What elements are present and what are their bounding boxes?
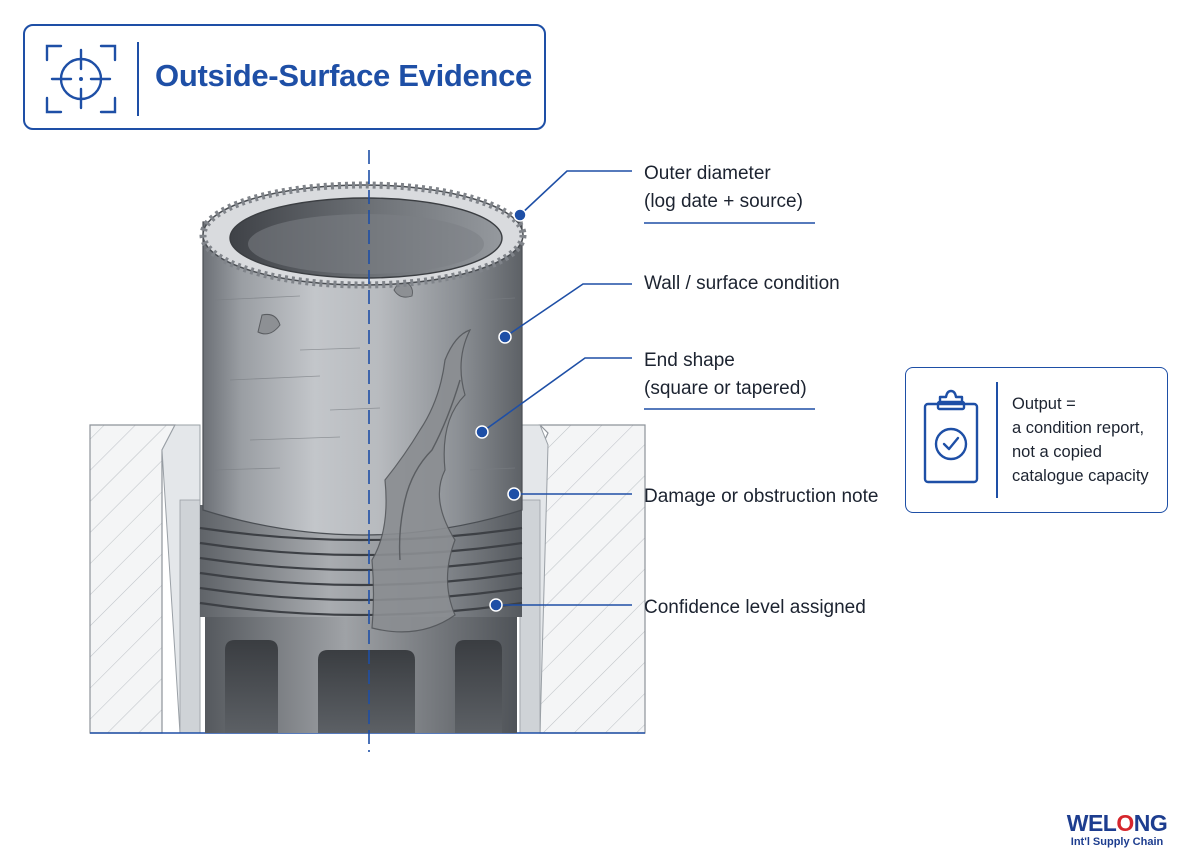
surface-scratch xyxy=(214,295,301,301)
surface-scratch xyxy=(329,407,381,411)
callout-end-shape: End shape (square or tapered) xyxy=(644,347,807,403)
output-line: a condition report, xyxy=(1012,419,1145,437)
callout-damage-note: Damage or obstruction note xyxy=(644,483,878,511)
output-line: not a copied xyxy=(1012,443,1102,461)
logo-word-end: NG xyxy=(1133,810,1168,836)
surface-scratch xyxy=(479,297,516,301)
callout-line: Confidence level assigned xyxy=(644,597,866,618)
output-divider xyxy=(996,382,998,498)
surface-scratch xyxy=(249,436,341,441)
crosshair-target-icon xyxy=(45,44,117,114)
clipboard-check-icon xyxy=(923,389,979,484)
thread-ridge xyxy=(199,556,523,572)
callout-line: Damage or obstruction note xyxy=(644,486,879,507)
logo-tagline: Int'l Supply Chain xyxy=(1070,836,1164,848)
thread-ridge xyxy=(199,526,523,542)
thread-ridge xyxy=(199,601,523,617)
callout-wall-surface: Wall / surface condition xyxy=(644,270,840,298)
surface-scratch xyxy=(229,375,321,381)
callout-line: End shape xyxy=(644,350,735,371)
callout-line: (log date + source) xyxy=(644,191,803,212)
slotted-lower-section xyxy=(205,610,517,733)
surface-scratch xyxy=(469,467,516,471)
logo-word-o: O xyxy=(1116,810,1134,836)
callout-outer-diameter: Outer diameter (log date + source) xyxy=(644,160,803,216)
leader-dots xyxy=(475,208,527,612)
logo-wordmark: WELONG xyxy=(1062,810,1172,836)
thread-ridge xyxy=(199,586,523,602)
thread-ridge xyxy=(199,571,523,587)
surface-scratch xyxy=(299,347,361,351)
output-text: Output = a condition report, not a copie… xyxy=(1012,392,1149,488)
output-line: catalogue capacity xyxy=(1012,467,1149,485)
leader-lines xyxy=(481,170,632,606)
callout-line: (square or tapered) xyxy=(644,378,807,399)
title-box: Outside-Surface Evidence xyxy=(23,24,546,130)
output-box: Output = a condition report, not a copie… xyxy=(905,367,1168,513)
surface-scratch xyxy=(214,467,281,471)
callout-line: Outer diameter xyxy=(644,163,771,184)
callout-confidence-level: Confidence level assigned xyxy=(644,594,866,622)
pipe-body xyxy=(202,221,523,633)
housing-section xyxy=(89,424,646,734)
title-divider xyxy=(137,42,139,116)
output-line: Output = xyxy=(1012,395,1076,413)
callout-line: Wall / surface condition xyxy=(644,273,840,294)
logo-word-start: WEL xyxy=(1066,810,1117,836)
page-title: Outside-Surface Evidence xyxy=(155,58,532,93)
pipe-top-rim xyxy=(199,181,527,289)
welong-logo: WELONG Int'l Supply Chain xyxy=(1062,810,1172,849)
thread-ridge xyxy=(199,541,523,557)
